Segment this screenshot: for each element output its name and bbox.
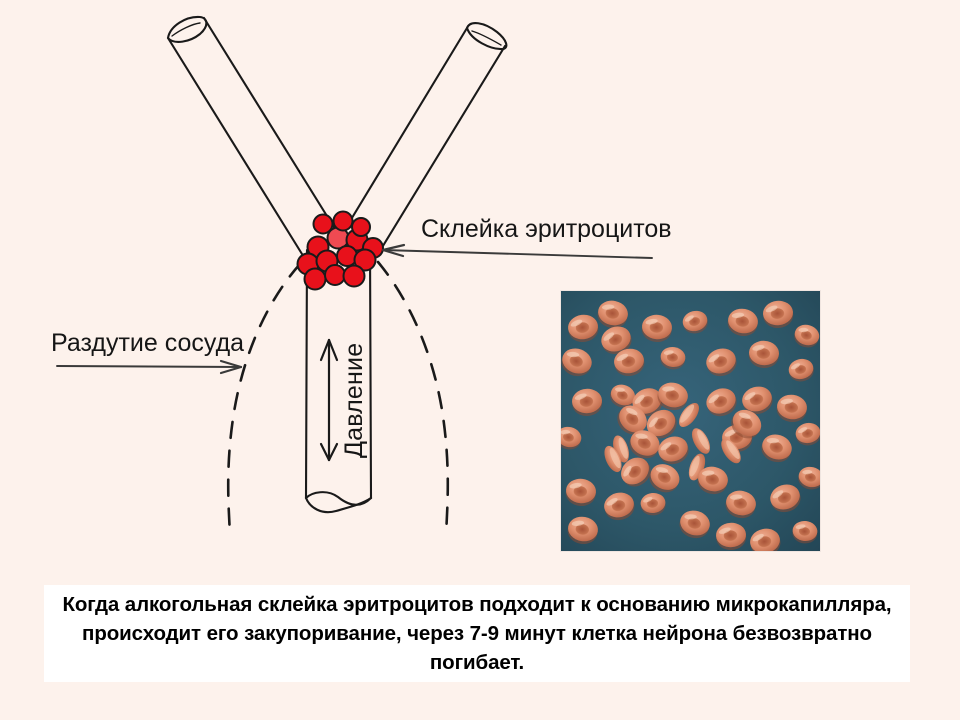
erythrocyte-cell (342, 264, 366, 288)
label-erythrocyte-clump: Склейка эритроцитов (421, 215, 672, 243)
erythrocyte-micrograph-photo (561, 291, 820, 551)
vertical-microcapillary (304, 244, 373, 514)
erythrocyte-cell (312, 213, 334, 235)
erythrocyte-clump (296, 210, 384, 291)
label-vessel-swelling: Раздутие сосуда (51, 329, 245, 357)
erythrocyte-cell (353, 248, 377, 272)
vessel-swelling-dashed-outline (226, 260, 450, 536)
caption-box: Когда алкогольная склейка эритроцитов по… (44, 585, 910, 682)
swelling-pointer-arrow (56, 359, 243, 375)
clump-pointer-arrow (381, 243, 653, 259)
pressure-arrow (319, 338, 339, 462)
micrograph-image (561, 291, 820, 551)
left-capillary-tube (166, 15, 342, 256)
erythrocyte-cell (351, 217, 371, 237)
label-pressure: Давление (340, 342, 368, 458)
erythrocyte-cell (332, 210, 354, 232)
erythrocyte-cell (324, 264, 346, 286)
erythrocyte-cell (303, 267, 327, 291)
right-capillary-tube (339, 22, 508, 256)
caption-text: Когда алкогольная склейка эритроцитов по… (62, 592, 892, 675)
